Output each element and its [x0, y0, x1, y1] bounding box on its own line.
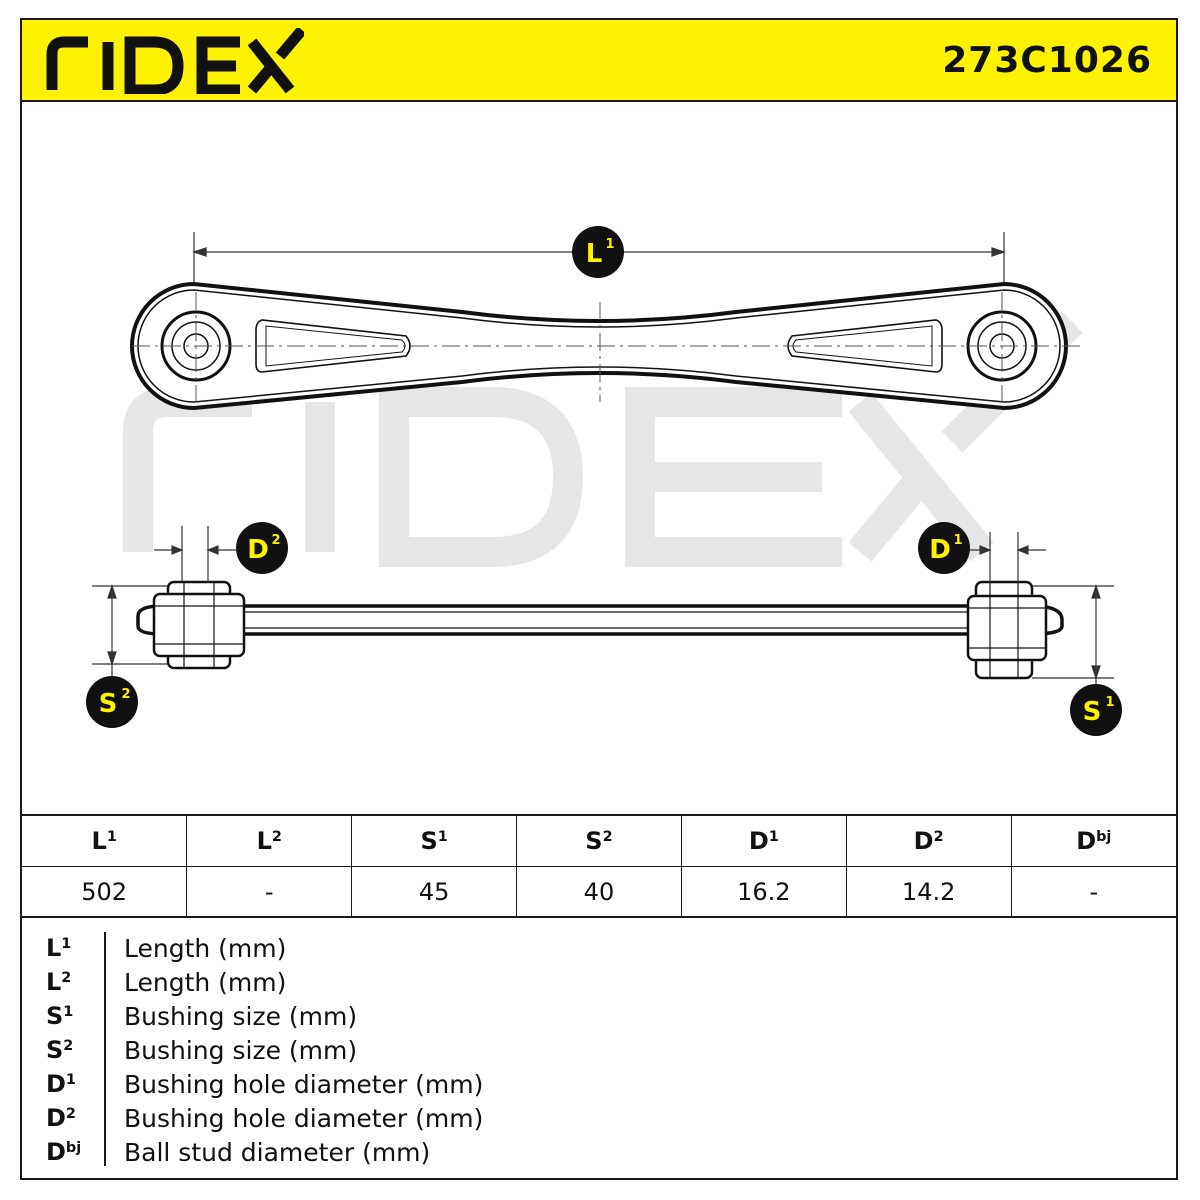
part-number: 273C1026 — [942, 40, 1152, 81]
legend-symbol: D1 — [46, 1070, 76, 1098]
value-cell: 40 — [516, 866, 682, 918]
legend-symbol: Dbj — [46, 1138, 82, 1166]
legend-symbol: S2 — [46, 1036, 74, 1064]
specs-header-row: L1 L2 S1 S2 D1 D2 Dbj — [22, 814, 1176, 867]
legend-divider — [104, 932, 106, 1166]
technical-drawing: L 1 D 2 D 1 S 2 — [22, 102, 1176, 814]
label-s1-badge: S 1 — [1070, 684, 1122, 736]
svg-text:2: 2 — [271, 533, 280, 548]
legend-row: D1 Bushing hole diameter (mm) — [22, 1068, 1176, 1102]
value-cell: - — [1010, 866, 1176, 918]
col-header: Dbj — [1010, 814, 1176, 867]
legend: L1 Length (mm) L2 Length (mm) S1 Bushing… — [22, 916, 1176, 1180]
specs-value-row: 502 - 45 40 16.2 14.2 - — [22, 866, 1176, 918]
svg-text:L: L — [586, 239, 603, 269]
legend-row: D2 Bushing hole diameter (mm) — [22, 1102, 1176, 1136]
svg-text:1: 1 — [605, 237, 614, 252]
value-cell: 16.2 — [680, 866, 847, 918]
spec-sheet: 273C1026 — [20, 18, 1178, 1180]
legend-description: Bushing hole diameter (mm) — [124, 1104, 484, 1133]
brand-logo — [44, 26, 307, 98]
legend-row: Dbj Ball stud diameter (mm) — [22, 1136, 1176, 1170]
svg-text:2: 2 — [121, 687, 130, 702]
col-header: D2 — [845, 814, 1012, 867]
legend-description: Bushing size (mm) — [124, 1002, 358, 1031]
label-d2-badge: D 2 — [236, 522, 288, 574]
value-cell: 502 — [22, 866, 188, 918]
header-bar: 273C1026 — [22, 20, 1176, 102]
svg-text:D: D — [247, 535, 269, 565]
svg-text:1: 1 — [953, 533, 962, 548]
col-header: L1 — [22, 814, 188, 867]
legend-row: L1 Length (mm) — [22, 932, 1176, 966]
legend-description: Length (mm) — [124, 968, 287, 997]
legend-description: Ball stud diameter (mm) — [124, 1138, 431, 1167]
label-d1-badge: D 1 — [918, 522, 970, 574]
legend-symbol: S1 — [46, 1002, 74, 1030]
legend-description: Bushing size (mm) — [124, 1036, 358, 1065]
legend-description: Length (mm) — [124, 934, 287, 963]
col-header: S1 — [351, 814, 518, 867]
specs-table: L1 L2 S1 S2 D1 D2 Dbj 502 - 45 40 16.2 1… — [22, 814, 1176, 918]
svg-text:D: D — [929, 535, 951, 565]
svg-text:S: S — [99, 689, 118, 719]
control-arm-side-view — [136, 580, 1064, 680]
value-cell: 14.2 — [845, 866, 1012, 918]
value-cell: 45 — [351, 866, 518, 918]
col-header: L2 — [186, 814, 353, 867]
legend-row: S1 Bushing size (mm) — [22, 1000, 1176, 1034]
legend-description: Bushing hole diameter (mm) — [124, 1070, 484, 1099]
legend-row: S2 Bushing size (mm) — [22, 1034, 1176, 1068]
col-header: D1 — [680, 814, 847, 867]
legend-row: L2 Length (mm) — [22, 966, 1176, 1000]
col-header: S2 — [516, 814, 682, 867]
legend-symbol: L1 — [46, 934, 72, 962]
svg-text:1: 1 — [1105, 695, 1114, 710]
legend-symbol: L2 — [46, 968, 72, 996]
label-l1-badge: L 1 — [572, 226, 624, 278]
label-s2-badge: S 2 — [86, 676, 138, 728]
svg-text:S: S — [1083, 697, 1102, 727]
value-cell: - — [186, 866, 353, 918]
legend-symbol: D2 — [46, 1104, 76, 1132]
